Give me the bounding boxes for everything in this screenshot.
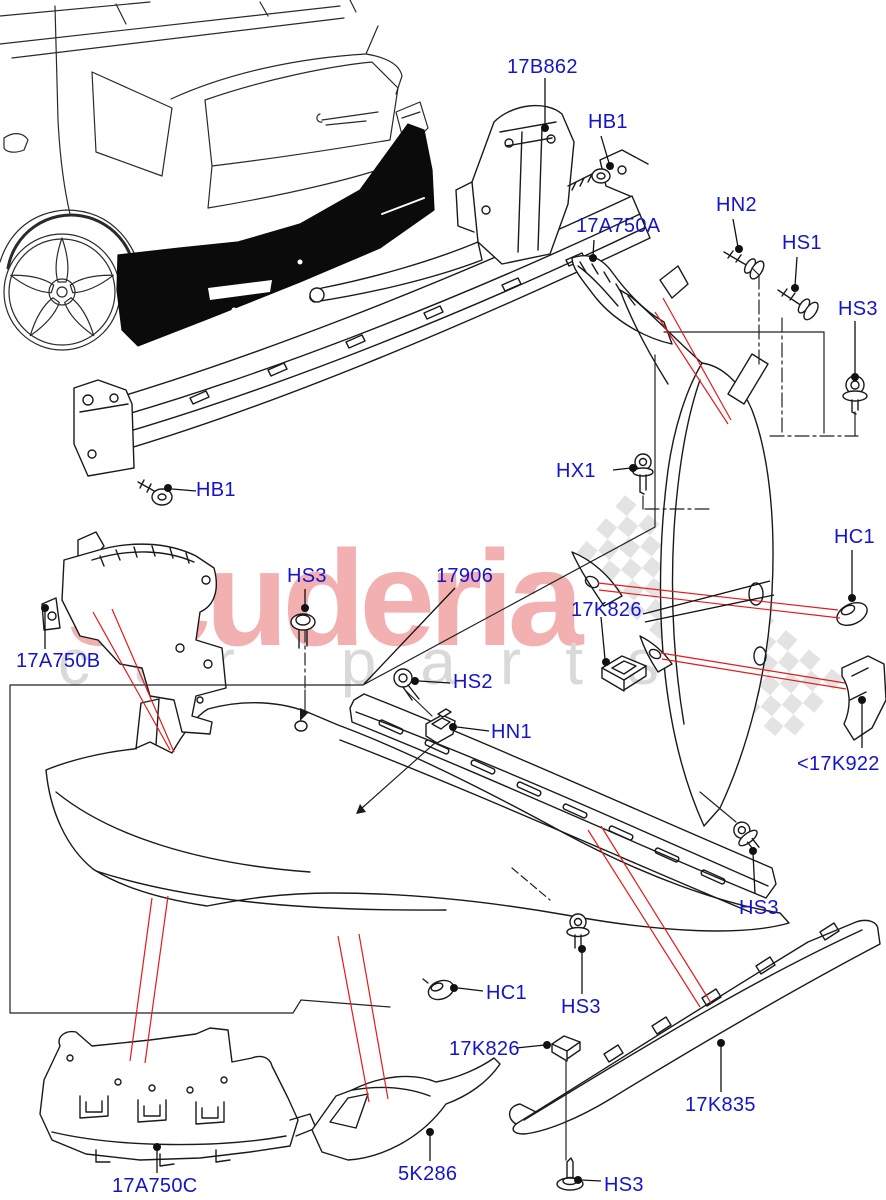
bolt-icon	[567, 168, 611, 191]
part-label-hs3[interactable]: HS3	[739, 897, 779, 919]
part-label-hc1[interactable]: HC1	[834, 526, 875, 548]
part-label-17a750c[interactable]: 17A750C	[112, 1175, 198, 1197]
shield-17a750c-sketch	[39, 1027, 317, 1167]
screw-icon	[566, 913, 590, 949]
part-label-hs3[interactable]: HS3	[287, 565, 327, 587]
construction-lines	[9, 267, 859, 1161]
red-leader-lines	[92, 297, 847, 1103]
part-label-5k286[interactable]: 5K286	[398, 1163, 458, 1185]
screw-icon	[632, 453, 654, 495]
grommet-icon	[422, 978, 455, 1001]
part-label-hs3[interactable]: HS3	[838, 298, 878, 320]
screw-icon	[556, 1157, 584, 1191]
deflector-5k286-sketch	[311, 1057, 501, 1161]
bracket-17a750b-sketch	[41, 531, 227, 735]
bumper-cover-sketch	[45, 693, 790, 932]
bracket-17a750a-sketch	[571, 254, 689, 345]
fastener-icons	[137, 168, 868, 1191]
bracket-17b862-sketch	[309, 104, 575, 303]
part-label-17a750b[interactable]: 17A750B	[16, 650, 101, 672]
part-label-17k826[interactable]: 17K826	[571, 599, 642, 621]
part-label-hs2[interactable]: HS2	[453, 671, 493, 693]
pan-screw-icon	[393, 668, 420, 701]
clip-icon	[601, 655, 647, 692]
screw-icon	[290, 613, 316, 649]
arrowhead	[356, 804, 366, 814]
push-pin-icon	[723, 250, 765, 280]
screw-icon	[842, 375, 868, 415]
part-label-hb1[interactable]: HB1	[588, 111, 628, 133]
clip-icon	[551, 1035, 581, 1062]
part-label-hb1[interactable]: HB1	[196, 479, 236, 501]
leader-dots	[41, 124, 866, 1184]
grommet-icon	[836, 601, 868, 627]
part-label-hn2[interactable]: HN2	[716, 194, 757, 216]
screw-icon	[733, 821, 760, 854]
part-label-17k922[interactable]: <17K922	[797, 753, 880, 775]
part-label-hc1[interactable]: HC1	[486, 982, 527, 1004]
part-label-17906[interactable]: 17906	[436, 565, 494, 587]
part-label-17b862[interactable]: 17B862	[507, 56, 578, 78]
black-leader-lines	[44, 78, 863, 1182]
push-pin-icon	[777, 288, 819, 321]
bolt-icon	[137, 479, 173, 506]
part-label-hn1[interactable]: HN1	[491, 721, 532, 743]
u-nut-icon	[425, 708, 456, 744]
part-label-hs3[interactable]: HS3	[561, 996, 601, 1018]
part-label-17a750a[interactable]: 17A750A	[576, 215, 661, 237]
arrowhead	[300, 708, 309, 721]
vehicle-rear-sketch	[0, 0, 435, 351]
part-label-hx1[interactable]: HX1	[556, 460, 596, 482]
trim-17k835-sketch	[509, 919, 881, 1135]
part-label-17k835[interactable]: 17K835	[685, 1094, 756, 1116]
part-label-hs3[interactable]: HS3	[604, 1174, 644, 1196]
part-label-hs1[interactable]: HS1	[782, 232, 822, 254]
part-label-17k826[interactable]: 17K826	[449, 1038, 520, 1060]
